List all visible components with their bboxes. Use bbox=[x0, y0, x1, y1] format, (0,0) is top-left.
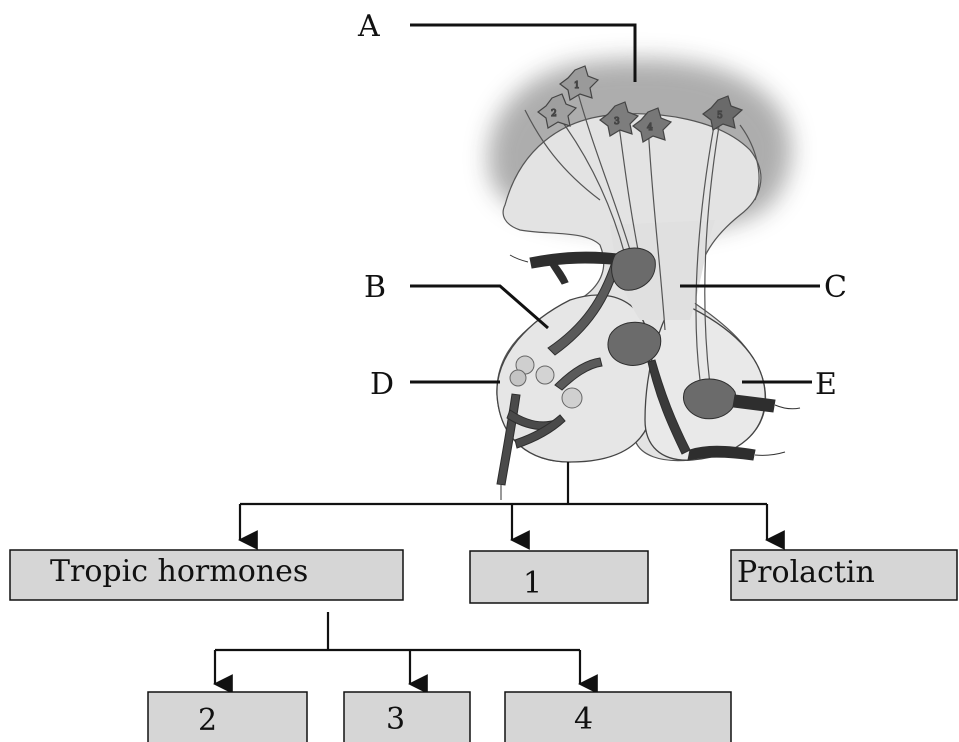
box-tropic-hormones: Tropic hormones bbox=[10, 550, 403, 600]
box-three: 3 bbox=[344, 692, 470, 742]
neuron-3-number: 3 bbox=[614, 117, 620, 127]
box-prolactin-label: Prolactin bbox=[737, 555, 875, 590]
neuron-1-number: 1 bbox=[574, 81, 580, 91]
label-b: B bbox=[364, 270, 386, 305]
label-d: D bbox=[370, 367, 394, 402]
pointer-b-line bbox=[410, 286, 548, 328]
box-four: 4 bbox=[505, 692, 731, 742]
inferior-vein bbox=[688, 446, 755, 460]
label-e: E bbox=[815, 367, 837, 402]
box-four-label: 4 bbox=[574, 702, 593, 737]
box-tropic-hormones-label: Tropic hormones bbox=[50, 554, 308, 589]
box-one-label: 1 bbox=[523, 566, 542, 601]
neuron-2-number: 2 bbox=[551, 109, 557, 119]
gland-illustration: 1 2 3 4 5 bbox=[488, 59, 800, 500]
box-two-label: 2 bbox=[198, 703, 217, 738]
label-a: A bbox=[357, 9, 380, 44]
capillary-bed-posterior bbox=[684, 379, 736, 419]
box-three-label: 3 bbox=[386, 702, 405, 737]
box-two: 2 bbox=[148, 692, 307, 742]
hormone-boxes: Tropic hormones 1 Prolactin 2 3 4 bbox=[10, 550, 957, 742]
box-prolactin: Prolactin bbox=[731, 550, 957, 600]
box-one: 1 bbox=[470, 551, 648, 603]
label-c: C bbox=[824, 270, 847, 305]
neuron-4-number: 4 bbox=[647, 123, 653, 133]
neuron-5-number: 5 bbox=[717, 111, 723, 121]
